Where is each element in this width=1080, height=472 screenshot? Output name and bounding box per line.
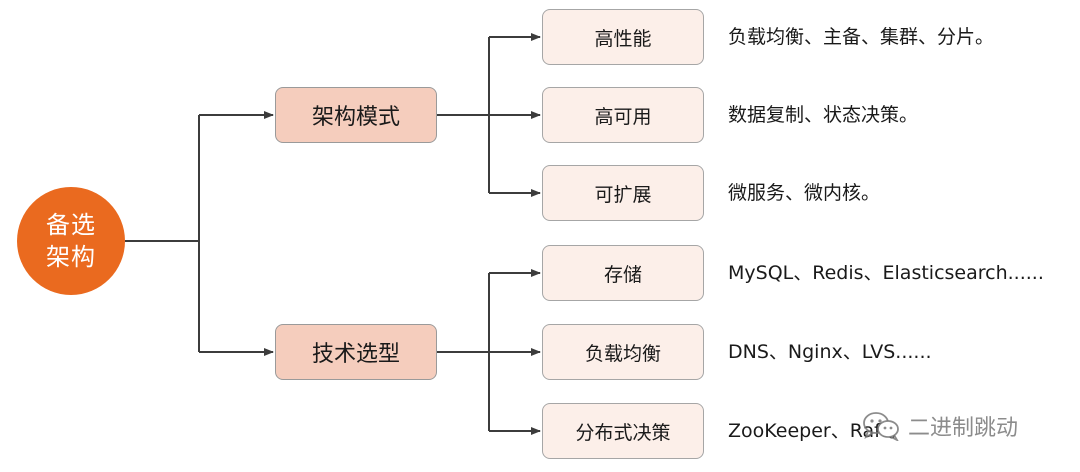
leaf-node-storage: 存储 [542, 245, 704, 301]
leaf-node-high-performance: 高性能 [542, 9, 704, 65]
leaf-description-high-performance: 负载均衡、主备、集群、分片。 [728, 26, 995, 48]
leaf-label: 负载均衡 [584, 342, 661, 365]
leaf-node-distributed-decision: 分布式决策 [542, 403, 704, 459]
root-label-line1: 备选 [46, 211, 96, 239]
root-label-line2: 架构 [46, 243, 96, 271]
category-label: 架构模式 [311, 105, 400, 130]
leaf-label: 高性能 [594, 27, 652, 50]
leaf-description-storage: MySQL、Redis、Elasticsearch...... [728, 262, 1044, 284]
leaf-description-high-availability: 数据复制、状态决策。 [728, 104, 919, 126]
category-node-tech-selection: 技术选型 [275, 324, 437, 380]
root-node: 备选 架构 [17, 187, 125, 295]
leaf-description-load-balancing: DNS、Nginx、LVS...... [728, 341, 932, 363]
watermark-text: 二进制跳动 [908, 416, 1019, 441]
leaf-node-scalability: 可扩展 [542, 165, 704, 221]
leaf-description-distributed-decision: ZooKeeper、Raft。 [728, 420, 907, 442]
leaf-node-high-availability: 高可用 [542, 87, 704, 143]
category-label: 技术选型 [311, 342, 400, 367]
leaf-node-load-balancing: 负载均衡 [542, 324, 704, 380]
leaf-description-scalability: 微服务、微内核。 [728, 182, 881, 204]
wechat-icon [862, 411, 900, 441]
leaf-label: 存储 [603, 263, 642, 286]
leaf-label: 高可用 [594, 105, 652, 128]
category-node-architecture-pattern: 架构模式 [275, 87, 437, 143]
leaf-label: 分布式决策 [575, 421, 671, 444]
leaf-label: 可扩展 [594, 183, 652, 206]
watermark: 二进制跳动 [862, 408, 1018, 444]
